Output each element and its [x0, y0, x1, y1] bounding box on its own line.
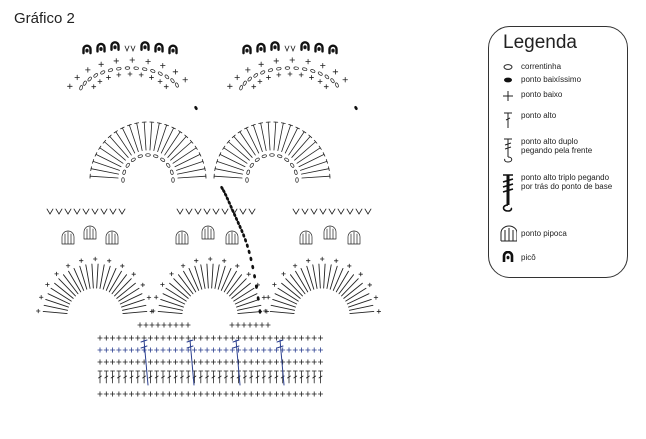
picot-icon: [502, 251, 514, 262]
legend-label: ponto baixo: [521, 90, 563, 99]
legend-item-ponto-alto-duplo: ponto alto duplo pegando pela frente: [499, 137, 592, 163]
legend-item-ponto-baixo: ponto baixo: [499, 90, 562, 102]
front-post-treble-icon: [504, 138, 513, 163]
legend-item-pico: picô: [499, 251, 536, 263]
legend-title: Legenda: [503, 32, 577, 53]
legend-label: ponto baixíssimo: [521, 75, 582, 84]
single-crochet-icon: [503, 91, 513, 101]
slip-stitch-icon: [504, 77, 512, 83]
legend-item-ponto-alto: ponto alto: [499, 111, 556, 129]
legend-label: ponto alto duplo pegando pela frente: [521, 137, 593, 155]
double-crochet-icon: [504, 112, 512, 128]
legend-item-correntinha: correntinha: [499, 62, 561, 72]
legend-label: ponto alto: [521, 111, 557, 120]
legend-label: correntinha: [521, 62, 562, 71]
back-post-double-treble-icon: [502, 174, 514, 212]
popcorn-stitch-icon: [500, 225, 517, 242]
legend-label: picô: [521, 253, 536, 262]
legend-label: ponto alto triplo pegando por trás do po…: [521, 173, 613, 191]
legend-box: Legenda correntinha ponto baixíssimo pon…: [488, 26, 628, 278]
legend-label: ponto pipoca: [521, 229, 567, 238]
chain-stitch-icon: [503, 64, 513, 70]
legend-item-ponto-pipoca: ponto pipoca: [499, 225, 567, 243]
crochet-diagram: [36, 41, 382, 397]
chart-title: Gráfico 2: [14, 10, 75, 27]
legend-item-ponto-baixissimo: ponto baixíssimo: [499, 75, 581, 85]
legend-item-ponto-alto-triplo: ponto alto triplo pegando por trás do po…: [499, 173, 612, 213]
